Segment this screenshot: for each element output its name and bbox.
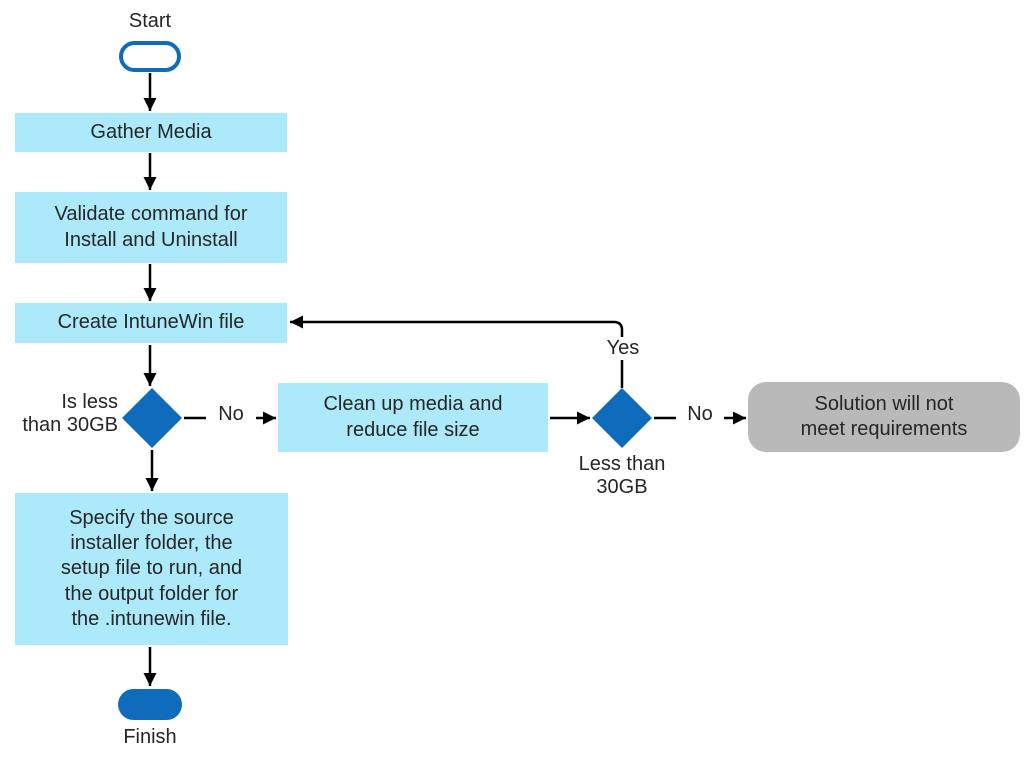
process-gather-media: Gather Media <box>15 113 287 152</box>
process-clean-up-media: Clean up media and reduce file size <box>278 383 548 452</box>
edge-label-no-first: No <box>206 403 256 426</box>
edge-label-yes: Yes <box>599 337 647 360</box>
endpoint-solution-not-meet: Solution will not meet requirements <box>748 382 1020 452</box>
decision1-label: Is less than 30GB <box>22 391 118 436</box>
process-create-intunewin: Create IntuneWin file <box>15 303 287 343</box>
edge-label-no-second: No <box>676 403 724 426</box>
process-validate-command: Validate command for Install and Uninsta… <box>15 192 287 263</box>
finish-terminator <box>118 689 182 720</box>
decision1-diamond <box>122 388 182 448</box>
process-specify-source: Specify the source installer folder, the… <box>15 493 288 645</box>
start-label: Start <box>128 10 172 32</box>
edge-decision2-yes-to-create <box>290 315 624 388</box>
start-terminator <box>119 41 181 72</box>
finish-label: Finish <box>123 726 177 748</box>
decision2-label: Less than 30GB <box>578 453 666 498</box>
decision2-diamond <box>592 388 652 448</box>
